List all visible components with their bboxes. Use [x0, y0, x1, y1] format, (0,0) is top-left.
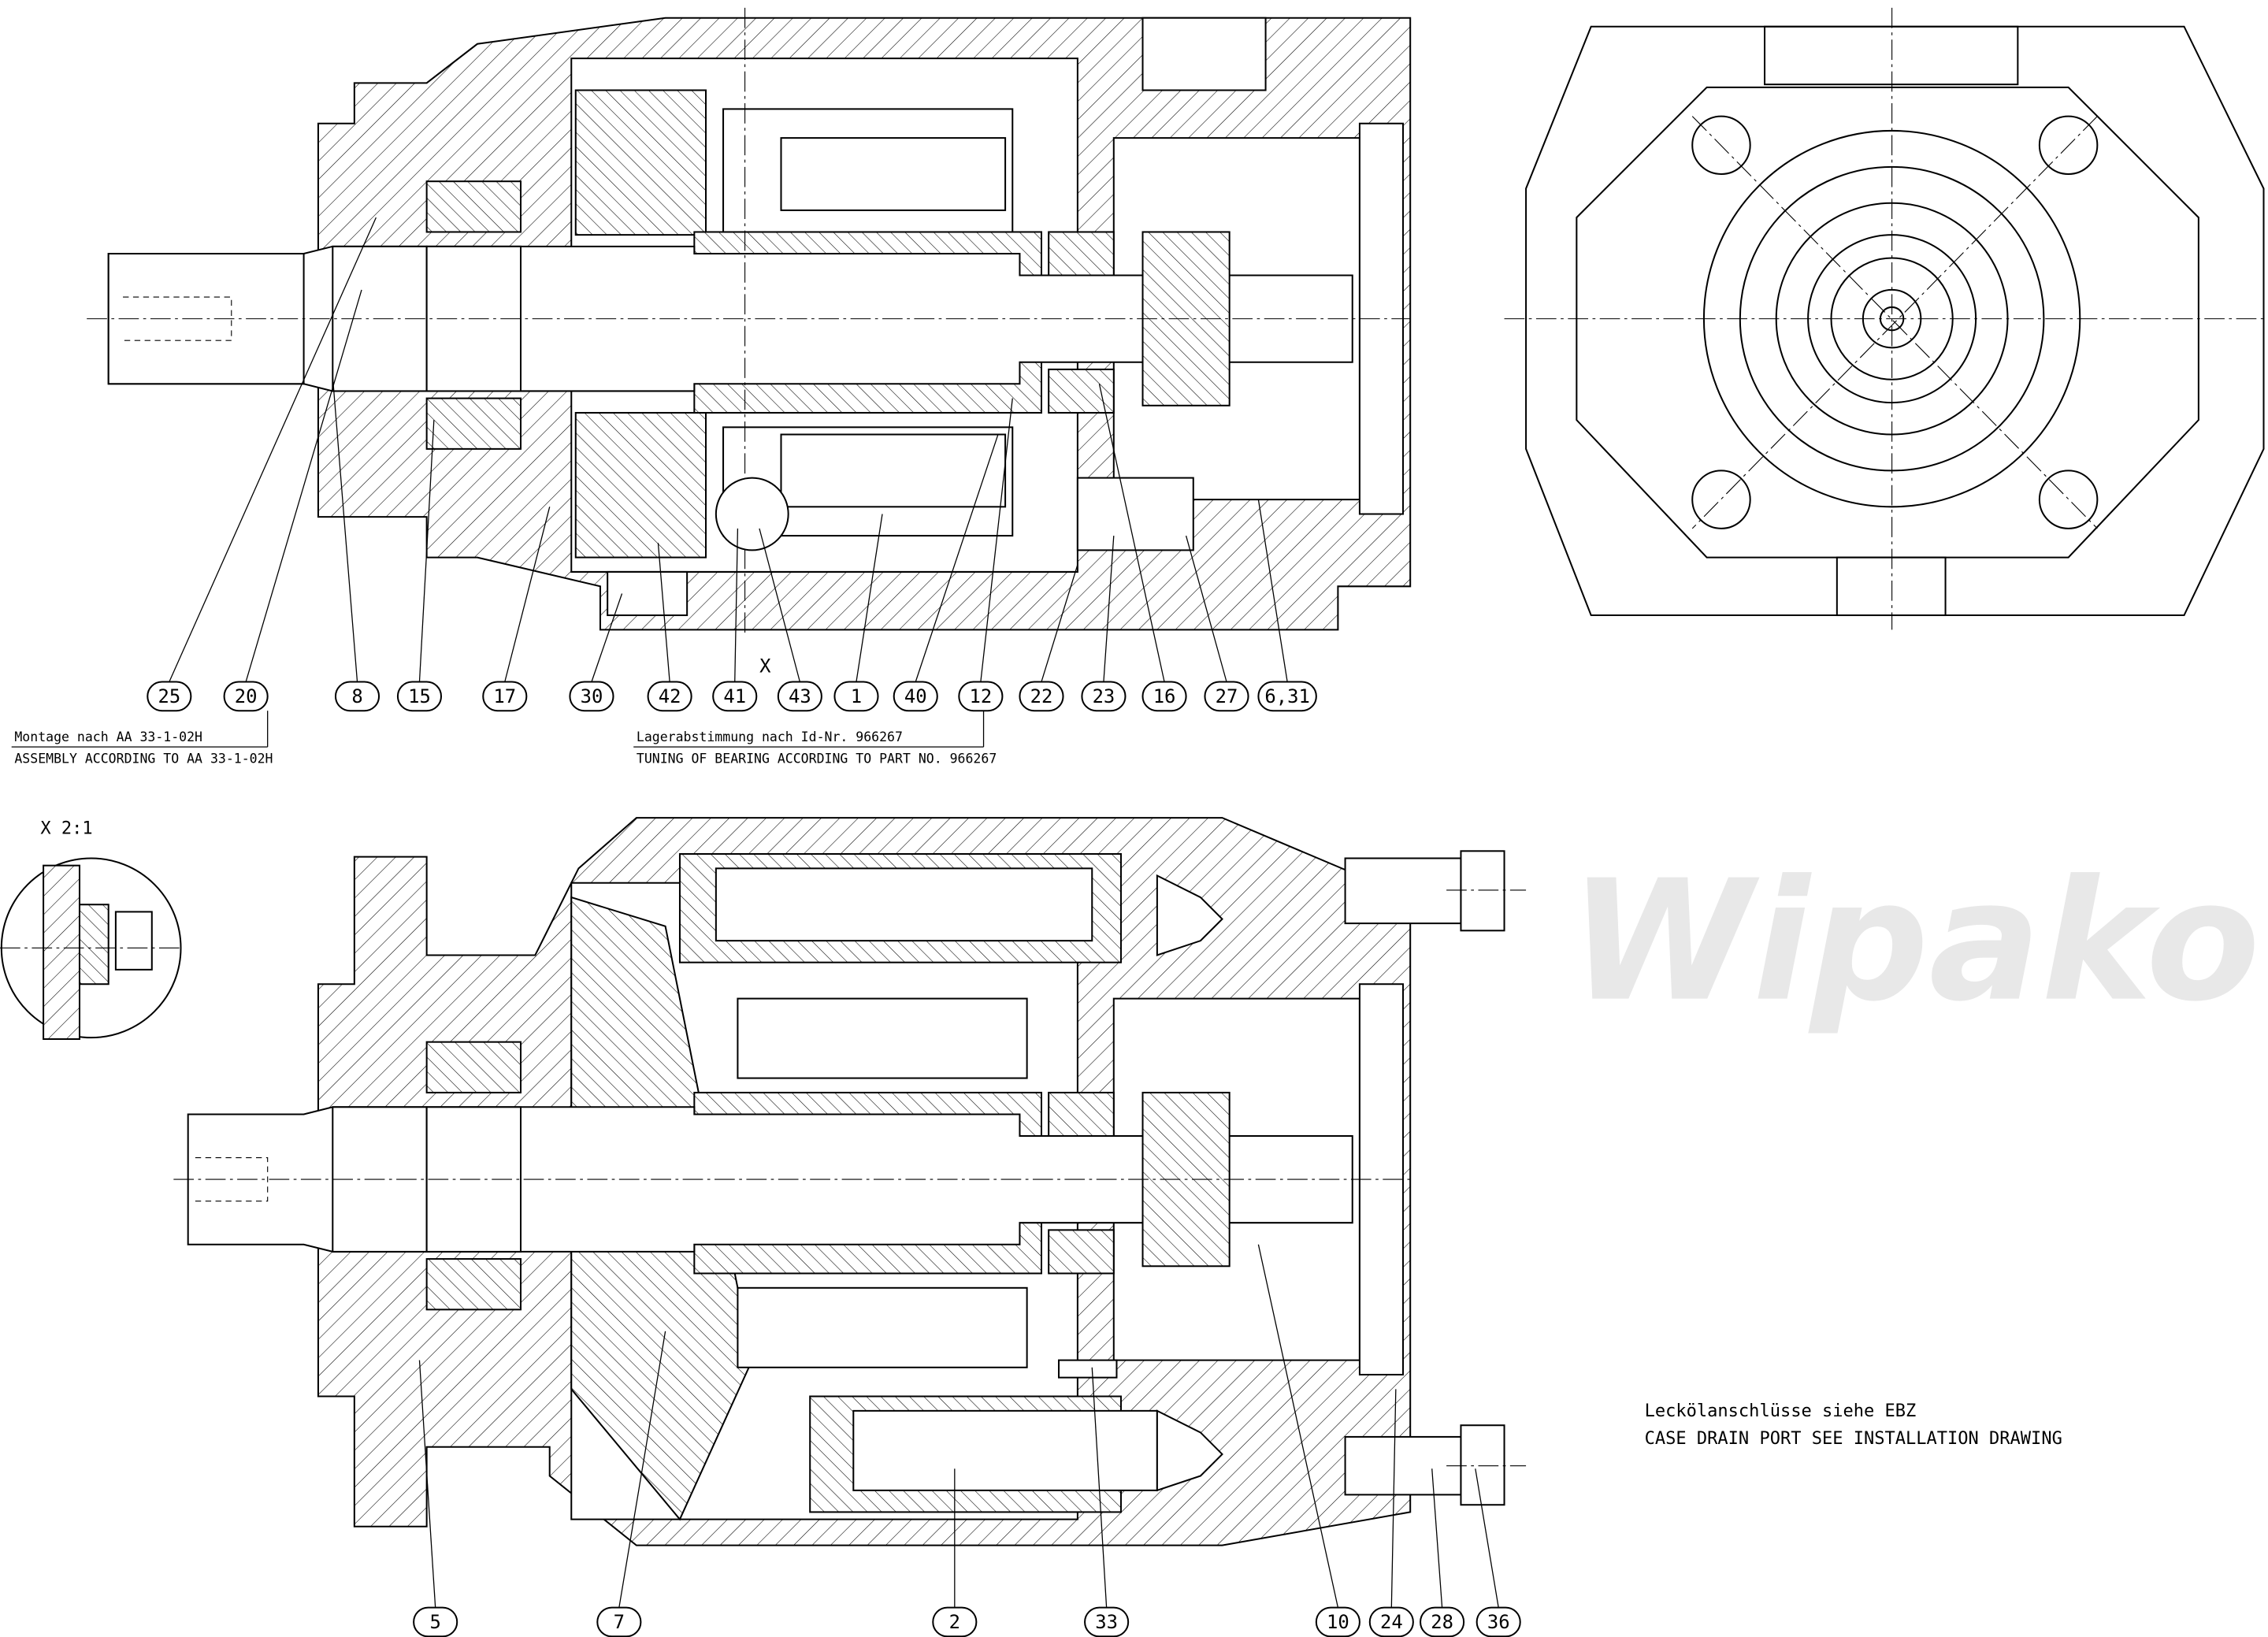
callout-leader	[1041, 564, 1078, 682]
callout-leader	[1257, 499, 1288, 682]
callout-label: 10	[1327, 1611, 1349, 1633]
callout-leader	[418, 1360, 436, 1608]
callout-label: 36	[1487, 1611, 1510, 1633]
end-view	[1504, 7, 2268, 630]
callout-label: 24	[1380, 1611, 1403, 1633]
callout-balloon	[1315, 1606, 1360, 1637]
drain-note-en: CASE DRAIN PORT SEE INSTALLATION DRAWING	[1645, 1429, 2062, 1449]
top-section-view	[87, 7, 1412, 637]
callout-balloon	[1204, 681, 1249, 712]
callout-label: 30	[581, 685, 603, 707]
detail-x-marker: X	[759, 655, 771, 677]
callout-label: 12	[970, 685, 993, 707]
callout-balloon	[932, 1606, 978, 1637]
callout-leader	[657, 543, 670, 682]
bearing-note-en: TUNING OF BEARING ACCORDING TO PART NO. …	[637, 751, 997, 766]
callout-label: 7	[614, 1611, 625, 1633]
callout-balloon	[1475, 1606, 1521, 1637]
detail-x-marker-circle	[715, 477, 789, 551]
callout-balloon	[1081, 681, 1127, 712]
callout-leader	[915, 434, 999, 682]
callout-balloon	[1420, 1606, 1465, 1637]
callout-leader	[1257, 1244, 1339, 1608]
notes: Montage nach AA 33-1-02H ASSEMBLY ACCORD…	[11, 655, 2062, 1449]
callout-label: 20	[235, 685, 258, 707]
callout-balloon	[958, 681, 1004, 712]
callout-balloon	[647, 681, 692, 712]
callout-label: 25	[158, 685, 180, 707]
callout-leader	[1185, 535, 1227, 682]
callout-label: 8	[351, 685, 362, 707]
callout-balloon	[833, 681, 879, 712]
watermark: Wipako	[1569, 844, 2260, 1038]
assembly-note-de: Montage nach AA 33-1-02H	[14, 729, 202, 744]
callout-label: 2	[949, 1611, 960, 1633]
callout-balloon	[1257, 681, 1317, 712]
callout-balloon	[482, 681, 528, 712]
callout-label: 17	[493, 685, 516, 707]
callout-leader	[591, 593, 623, 682]
callout-leader	[734, 528, 739, 682]
callout-balloon	[596, 1606, 642, 1637]
callouts: 25 20 8 15 17 30 42 41 43 1 40 12 22 23 16 27 6,31 5 7 2 33 1…	[147, 217, 1521, 1637]
callout-label: 15	[408, 685, 431, 707]
callout-leader	[1103, 535, 1115, 682]
callout-leader	[1431, 1468, 1443, 1608]
callout-label: 33	[1095, 1611, 1118, 1633]
callout-balloon	[569, 681, 614, 712]
callout-balloon	[396, 681, 443, 712]
callout-leader	[1390, 1389, 1397, 1608]
detail-x-view: X 2:1	[0, 818, 182, 1041]
callout-label: 27	[1216, 685, 1238, 707]
callout-label: 43	[789, 685, 811, 707]
callout-label: 23	[1093, 685, 1115, 707]
bearing-note-de: Lagerabstimmung nach Id-Nr. 966267	[637, 729, 903, 744]
callout-balloon	[1084, 1606, 1130, 1637]
callout-balloon	[1019, 681, 1064, 712]
callout-leader	[169, 217, 377, 682]
assembly-note-en: ASSEMBLY ACCORDING TO AA 33-1-02H	[14, 751, 273, 766]
callout-balloon	[413, 1606, 458, 1637]
callout-label: 22	[1030, 685, 1053, 707]
callout-leader	[332, 377, 358, 682]
callout-balloon	[712, 681, 758, 712]
callout-balloon	[223, 681, 269, 712]
callout-balloon	[1368, 1606, 1414, 1637]
callout-leader	[418, 420, 435, 682]
callout-label: 5	[429, 1611, 440, 1633]
callout-label: 6,31	[1264, 685, 1309, 707]
callout-balloon	[893, 681, 938, 712]
callout-leader	[1475, 1468, 1499, 1608]
callout-leader	[245, 289, 362, 682]
callout-leader	[759, 528, 800, 682]
callout-label: 1	[851, 685, 862, 707]
callout-leader	[1098, 384, 1165, 682]
callout-balloon	[334, 681, 380, 712]
callout-leader	[618, 1331, 666, 1608]
callout-leader	[504, 507, 551, 682]
callout-leader	[856, 514, 883, 682]
bottom-section-view	[173, 817, 1527, 1546]
callout-balloon	[777, 681, 822, 712]
callout-leader	[1091, 1367, 1108, 1608]
callout-label: 42	[659, 685, 681, 707]
drain-note-de: Leckölanschlüsse siehe EBZ	[1645, 1401, 1917, 1421]
callout-leader	[980, 398, 1013, 682]
detail-title: X 2:1	[40, 818, 92, 838]
callout-balloon	[147, 681, 192, 712]
callout-label: 41	[723, 685, 746, 707]
callout-label: 16	[1153, 685, 1176, 707]
callout-balloon	[1141, 681, 1187, 712]
callout-label: 28	[1431, 1611, 1453, 1633]
callout-label: 40	[904, 685, 927, 707]
